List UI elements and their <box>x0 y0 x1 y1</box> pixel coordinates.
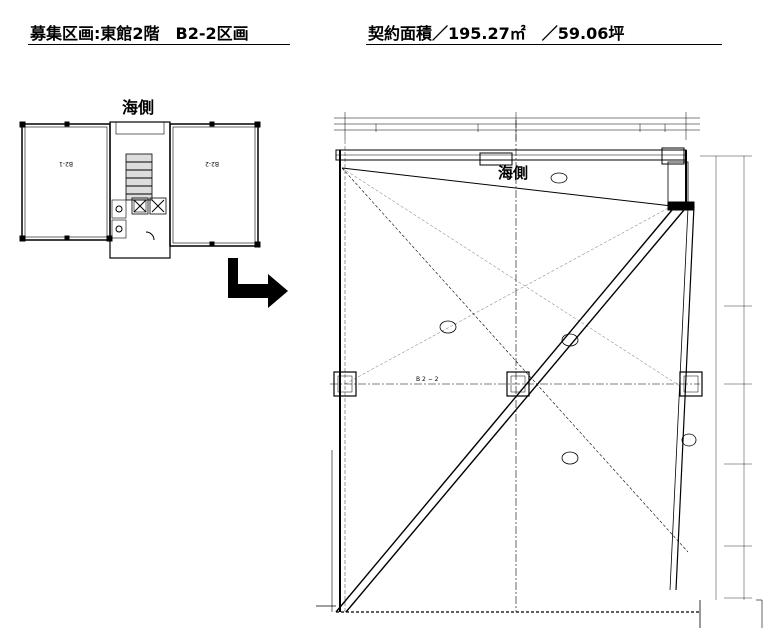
section-title: 募集区画:東館2階 B2-2区画 <box>30 24 249 43</box>
floorplan <box>316 112 763 628</box>
floorplan-unit-label: B 2 − 2 <box>416 376 439 383</box>
keyplan-unit-left-label: B2-1 <box>59 160 73 167</box>
area-title-underline <box>366 44 722 45</box>
keyplan-sea-label: 海側 <box>122 98 155 117</box>
area-title: 契約面積／195.27㎡ ／59.06坪 <box>368 24 625 43</box>
column-left <box>333 371 357 397</box>
pointer-arrow-icon <box>228 258 288 308</box>
keyplan-unit-left <box>21 123 111 241</box>
column-right <box>679 371 703 397</box>
keyplan-unit-right <box>169 123 259 247</box>
column-center <box>506 371 530 397</box>
floorplan-sea-label: 海側 <box>498 164 528 182</box>
keyplan <box>19 121 261 259</box>
section-title-underline <box>28 44 290 45</box>
keyplan-unit-right-label: B2-2 <box>205 160 219 167</box>
